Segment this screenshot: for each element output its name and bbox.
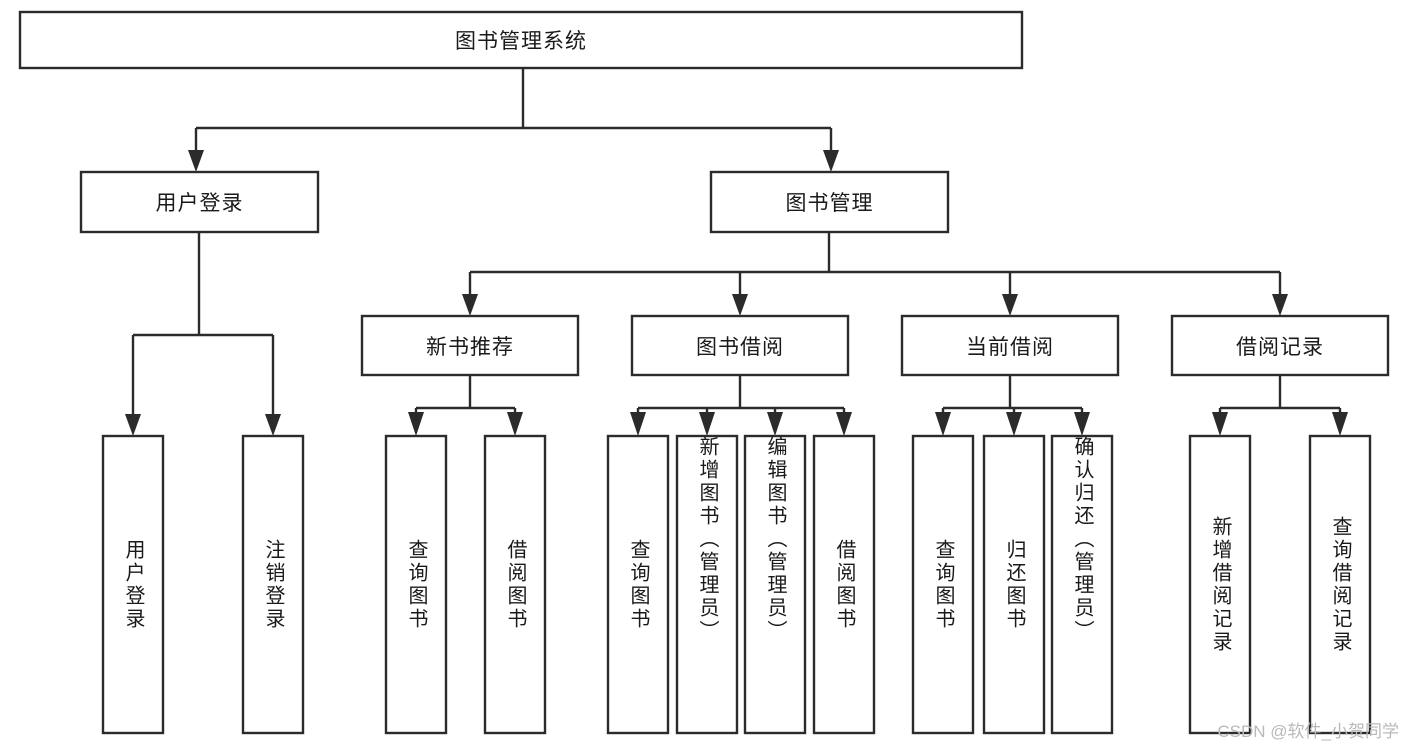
node-box-leaf-query-book-cb[interactable] <box>911 434 975 735</box>
node-box-leaf-confirm-return[interactable] <box>1050 434 1114 735</box>
connector-bookborrow-to-leaves <box>630 375 852 436</box>
arrow-head-current-borrow <box>1002 294 1018 316</box>
arrow-head-leaf-borrow-book-bb <box>836 412 852 436</box>
arrow-head-leaf-add-record <box>1212 412 1228 436</box>
arrow-head-new-book-recommend <box>462 294 478 316</box>
csdn-watermark: CSDN @软件_小贺同学 <box>1217 722 1399 741</box>
arrow-head-leaf-user-login <box>125 414 141 436</box>
arrow-head-leaf-confirm-return <box>1074 412 1090 436</box>
arrow-head-leaf-query-book-bb <box>630 412 646 436</box>
arrow-head-leaf-add-book <box>699 412 715 436</box>
node-box-leaf-edit-book[interactable] <box>743 434 807 735</box>
node-box-root[interactable] <box>18 10 1024 70</box>
connector-borrowrecord-to-leaves <box>1212 375 1348 436</box>
node-box-leaf-query-book-rec[interactable] <box>384 434 448 735</box>
arrow-head-leaf-query-record <box>1332 412 1348 436</box>
node-box-leaf-query-book-bb[interactable] <box>606 434 670 735</box>
arrow-head-user-login <box>188 150 204 172</box>
connector-currentborrow-to-leaves <box>935 375 1090 436</box>
node-box-leaf-return-book[interactable] <box>982 434 1046 735</box>
arrow-head-book-borrow <box>732 294 748 316</box>
connector-root-to-level1 <box>188 68 839 172</box>
arrow-head-borrow-record <box>1272 294 1288 316</box>
arrow-head-leaf-return-book <box>1006 412 1022 436</box>
arrow-head-leaf-logout <box>265 414 281 436</box>
connector-userlogin-to-leaves <box>125 232 281 436</box>
connector-bookmanage-to-level2 <box>462 232 1288 316</box>
node-box-book-manage[interactable] <box>709 170 950 234</box>
node-box-leaf-borrow-book-rec[interactable] <box>483 434 547 735</box>
node-box-current-borrow[interactable] <box>900 314 1120 377</box>
node-box-leaf-add-book[interactable] <box>675 434 739 735</box>
node-box-borrow-record[interactable] <box>1170 314 1390 377</box>
node-box-user-login[interactable] <box>79 170 320 234</box>
arrow-head-book-manage <box>823 150 839 172</box>
arrow-head-leaf-borrow-book-rec <box>507 412 523 436</box>
node-box-leaf-add-record[interactable] <box>1188 434 1252 735</box>
connector-newbook-to-leaves <box>408 375 523 436</box>
arrow-head-leaf-edit-book <box>767 412 783 436</box>
node-box-leaf-query-record[interactable] <box>1308 434 1372 735</box>
arrow-head-leaf-query-book-rec <box>408 412 424 436</box>
node-box-leaf-logout[interactable] <box>241 434 305 735</box>
arrow-head-leaf-query-book-cb <box>935 412 951 436</box>
node-box-book-borrow[interactable] <box>630 314 850 377</box>
node-box-leaf-borrow-book-bb[interactable] <box>812 434 876 735</box>
node-box-new-book-recommend[interactable] <box>360 314 580 377</box>
node-box-leaf-user-login[interactable] <box>101 434 165 735</box>
